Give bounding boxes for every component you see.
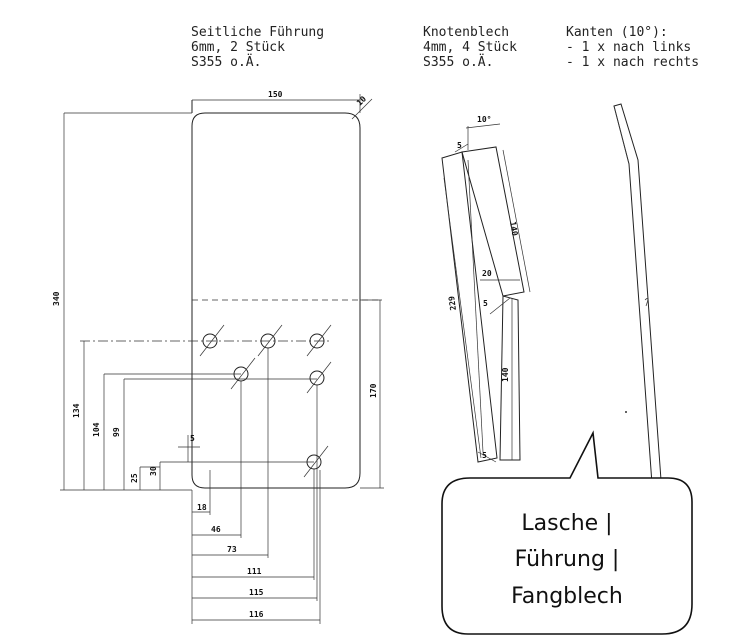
angle-arc bbox=[465, 123, 501, 129]
dim-k20: 20 bbox=[482, 269, 492, 278]
header-seitliche-fuehrung: Seitliche Führung 6mm, 2 Stück S355 o.Ä. bbox=[191, 25, 324, 70]
knoten-leader-top bbox=[454, 143, 469, 153]
dim-line-k229 bbox=[443, 177, 482, 459]
side-view-inner bbox=[613, 105, 630, 165]
dim-25: 25 bbox=[130, 473, 139, 483]
dim-angle: 10° bbox=[477, 115, 491, 124]
hole-4 bbox=[230, 357, 256, 390]
hole-1 bbox=[199, 324, 225, 357]
dim-5: 5 bbox=[190, 434, 195, 443]
hole-2 bbox=[257, 324, 283, 357]
header-kanten-line3: - 1 x nach rechts bbox=[566, 55, 699, 70]
dim-46: 46 bbox=[211, 525, 221, 534]
knoten-inner-line bbox=[467, 159, 484, 453]
hole-3 bbox=[306, 324, 332, 357]
dim-30: 30 bbox=[149, 466, 158, 476]
callout-line-3: Fangblech bbox=[511, 584, 623, 609]
dim-k5-top: 5 bbox=[457, 141, 462, 150]
dim-line-k140-top bbox=[502, 149, 531, 293]
header-kanten: Kanten (10°): - 1 x nach links - 1 x nac… bbox=[566, 25, 699, 70]
header-kanten-line1: Kanten (10°): bbox=[566, 25, 668, 40]
knoten-top-segment bbox=[461, 146, 525, 297]
dim-k229: 229 bbox=[447, 295, 458, 311]
callout-line-2: Führung | bbox=[515, 547, 620, 572]
dim-104: 104 bbox=[92, 422, 101, 437]
header-seitliche-line1: Seitliche Führung bbox=[191, 25, 324, 40]
header-knoten-line2: 4mm, 4 Stück bbox=[423, 40, 517, 55]
radius-leader bbox=[351, 98, 373, 120]
hole-5 bbox=[306, 361, 332, 394]
knoten-leader-mid bbox=[489, 297, 511, 315]
dim-k140-top: 140 bbox=[508, 221, 519, 237]
header-kanten-line2: - 1 x nach links bbox=[566, 40, 691, 55]
dim-radius: 10 bbox=[355, 94, 368, 107]
header-knoten-line3: S355 o.Ä. bbox=[423, 54, 493, 70]
callout-shape bbox=[441, 430, 693, 635]
knoten-left-strip bbox=[441, 151, 498, 463]
knoten-leader-bottom bbox=[477, 451, 497, 463]
dim-73: 73 bbox=[227, 545, 237, 554]
callout-line-1: Lasche | bbox=[521, 511, 612, 536]
plate-outline bbox=[191, 112, 361, 489]
side-view-dot bbox=[625, 411, 627, 413]
dim-150: 150 bbox=[268, 90, 283, 99]
dim-k5-mid: 5 bbox=[483, 299, 488, 308]
callout-bubble: Lasche | Führung | Fangblech bbox=[441, 430, 693, 635]
knotenblech-drawing: 10° 5 140 20 5 229 140 5 bbox=[441, 115, 531, 463]
dim-k140: 140 bbox=[501, 367, 510, 382]
header-seitliche-line2: 6mm, 2 Stück bbox=[191, 40, 285, 55]
header-knotenblech: Knotenblech 4mm, 4 Stück S355 o.Ä. bbox=[423, 25, 517, 70]
dim-k5-bottom: 5 bbox=[482, 451, 487, 460]
header-knoten-line1: Knotenblech bbox=[423, 25, 509, 40]
side-view-drawing bbox=[613, 103, 662, 485]
dim-340: 340 bbox=[52, 291, 61, 306]
dim-99: 99 bbox=[112, 427, 121, 437]
dim-170: 170 bbox=[369, 383, 378, 398]
dim-115: 115 bbox=[249, 588, 264, 597]
dim-116: 116 bbox=[249, 610, 264, 619]
dim-18: 18 bbox=[197, 503, 207, 512]
side-view-outline bbox=[613, 103, 662, 485]
knoten-lower-strip bbox=[499, 295, 521, 461]
dim-111: 111 bbox=[247, 567, 262, 576]
plate-drawing: 150 10 340 170 134 104 99 30 25 bbox=[52, 90, 384, 624]
side-view-notch bbox=[644, 298, 649, 307]
dim-134: 134 bbox=[72, 403, 81, 418]
header-seitliche-line3: S355 o.Ä. bbox=[191, 54, 261, 70]
hole-6 bbox=[303, 445, 329, 478]
